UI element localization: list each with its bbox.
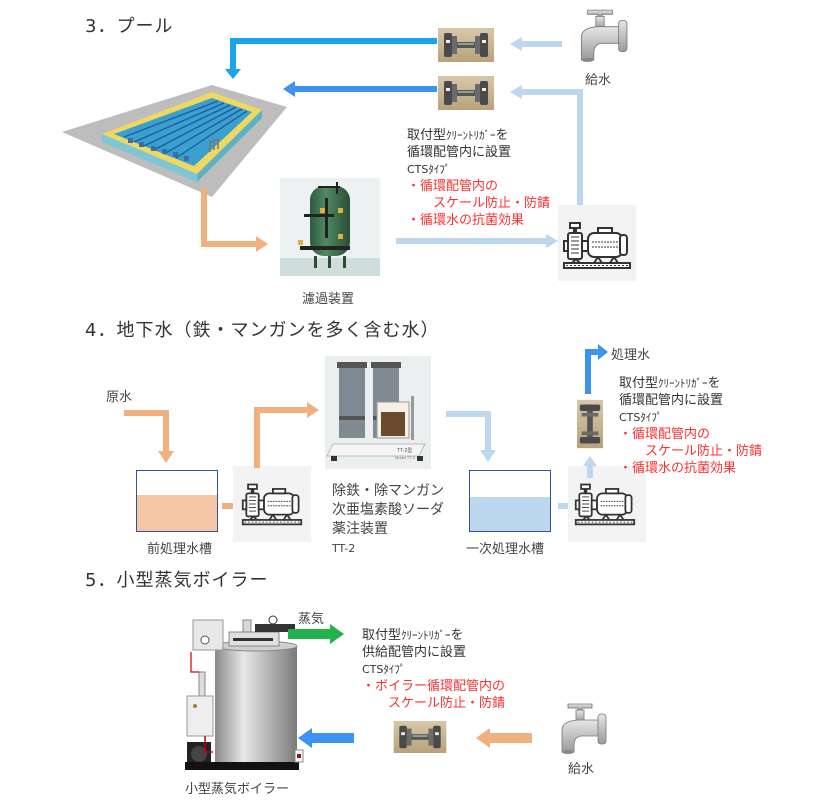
note-benefit: ・循環配管内の [619,427,711,442]
pre-treatment-pump-icon [233,466,311,542]
clean-trigger-image-1 [438,28,494,62]
clean-trigger-image-boiler [392,721,448,753]
note-benefit: ・ボイラー循環配管内の [362,679,506,694]
note-benefit: ・循環水の抗菌効果 [619,461,737,476]
supply-to-trigger-arrow [476,728,532,748]
note-line: 供給配管内に設置 [362,645,467,660]
groundwater-section-heading: 4．地下水（鉄・マンガンを多く含む水） [85,320,440,341]
filter-to-pump-arrow [396,234,558,248]
steam-boiler-image [185,615,304,770]
swimming-pool-image [62,85,287,197]
groundwater-trigger-note: 取付型ｸﾘｰﾝﾄﾘｶﾞｰを 循環配管内に設置 CTSﾀｲﾌﾟ ・循環配管内の ス… [619,375,762,477]
note-product-name: ｸﾘｰﾝﾄﾘｶﾞｰ [401,629,451,642]
note-product-name: ｸﾘｰﾝﾄﾘｶﾞｰ [446,129,496,142]
pump-to-trigger-arrow [583,456,597,478]
device-label-line: 次亜塩素酸ソーダ [332,502,444,518]
note-line: を [450,628,464,643]
note-benefit: ・循環配管内の [407,179,499,194]
boiler-trigger-note: 取付型ｸﾘｰﾝﾄﾘｶﾞｰを 供給配管内に設置 CTSﾀｲﾌﾟ ・ボイラー循環配管… [362,627,505,712]
raw-water-label: 原水 [106,390,133,405]
treated-water-label: 処理水 [611,348,651,363]
note-line: を [707,376,721,391]
pool-return-arrow-1 [225,38,437,79]
raw-water-arrow [124,410,174,463]
clean-trigger-image-vertical [577,398,603,450]
filtration-device-image [280,178,380,276]
boiler-section-heading: 5．小型蒸気ボイラー [85,570,269,591]
note-benefit: スケール防止・防錆 [645,444,763,459]
note-line: を [495,128,509,143]
pool-return-arrow-2 [283,81,437,97]
feed-water-to-boiler-arrow [298,728,354,748]
pre-treatment-tank-label: 前処理水槽 [147,542,213,557]
treated-water-arrow [585,344,608,394]
circulation-pump-icon [558,205,636,281]
note-benefit: スケール防止・防錆 [388,696,506,711]
device-to-primary-tank-arrow [446,411,496,462]
note-type: ﾀｲﾌﾟ [428,163,451,176]
pool-to-filter-arrow [201,188,268,252]
pump-to-device-arrow [254,402,319,468]
pool-trigger-note: 取付型ｸﾘｰﾝﾄﾘｶﾞｰを 循環配管内に設置 CTSﾀｲﾌﾟ ・循環配管内の ス… [407,127,550,229]
water-faucet-icon [548,700,612,756]
primary-treatment-tank-label: 一次処理水槽 [466,542,545,557]
pump-to-trigger-2-arrow [510,85,583,212]
iron-manganese-removal-device-image: TT-2型 Model TT-2 [325,356,431,469]
device-model-label: TT-2 [332,542,356,555]
note-line: 循環配管内に設置 [407,145,512,160]
note-line: 取付型 [619,376,659,391]
steam-output-arrow [288,624,344,644]
device-photo-caption-model: Model TT-2 [395,455,416,460]
primary-treatment-tank [469,470,551,532]
note-model: CTS [619,411,641,424]
device-label-line: 薬注装置 [332,521,388,537]
note-benefit: ・循環水の抗菌効果 [407,213,525,228]
note-type: ﾀｲﾌﾟ [383,663,406,676]
pool-water-supply-label: 給水 [585,73,612,88]
circulation-pump-icon [568,466,646,542]
water-faucet-icon [566,6,634,64]
note-model: CTS [407,163,429,176]
device-description: 除鉄・除マンガン 次亜塩素酸ソーダ 薬注装置 TT-2 [332,482,444,558]
note-line: 循環配管内に設置 [619,393,724,408]
note-benefit: スケール防止・防錆 [433,196,551,211]
pre-treatment-tank [136,470,218,532]
supply-arrow-to-trigger-1 [510,37,562,51]
pool-section-heading: 3．プール [85,16,174,37]
note-product-name: ｸﾘｰﾝﾄﾘｶﾞｰ [658,377,708,390]
clean-trigger-image-2 [438,76,494,110]
device-label-line: 除鉄・除マンガン [332,483,444,499]
note-line: 取付型 [362,628,402,643]
steam-boiler-label: 小型蒸気ボイラー [185,782,290,797]
steam-label: 蒸気 [298,612,325,627]
device-photo-caption: TT-2型 [397,447,412,454]
boiler-water-supply-label: 給水 [568,762,595,777]
note-model: CTS [362,663,384,676]
note-type: ﾀｲﾌﾟ [640,411,663,424]
note-line: 取付型 [407,128,447,143]
filtration-device-label: 濾過装置 [302,292,355,307]
